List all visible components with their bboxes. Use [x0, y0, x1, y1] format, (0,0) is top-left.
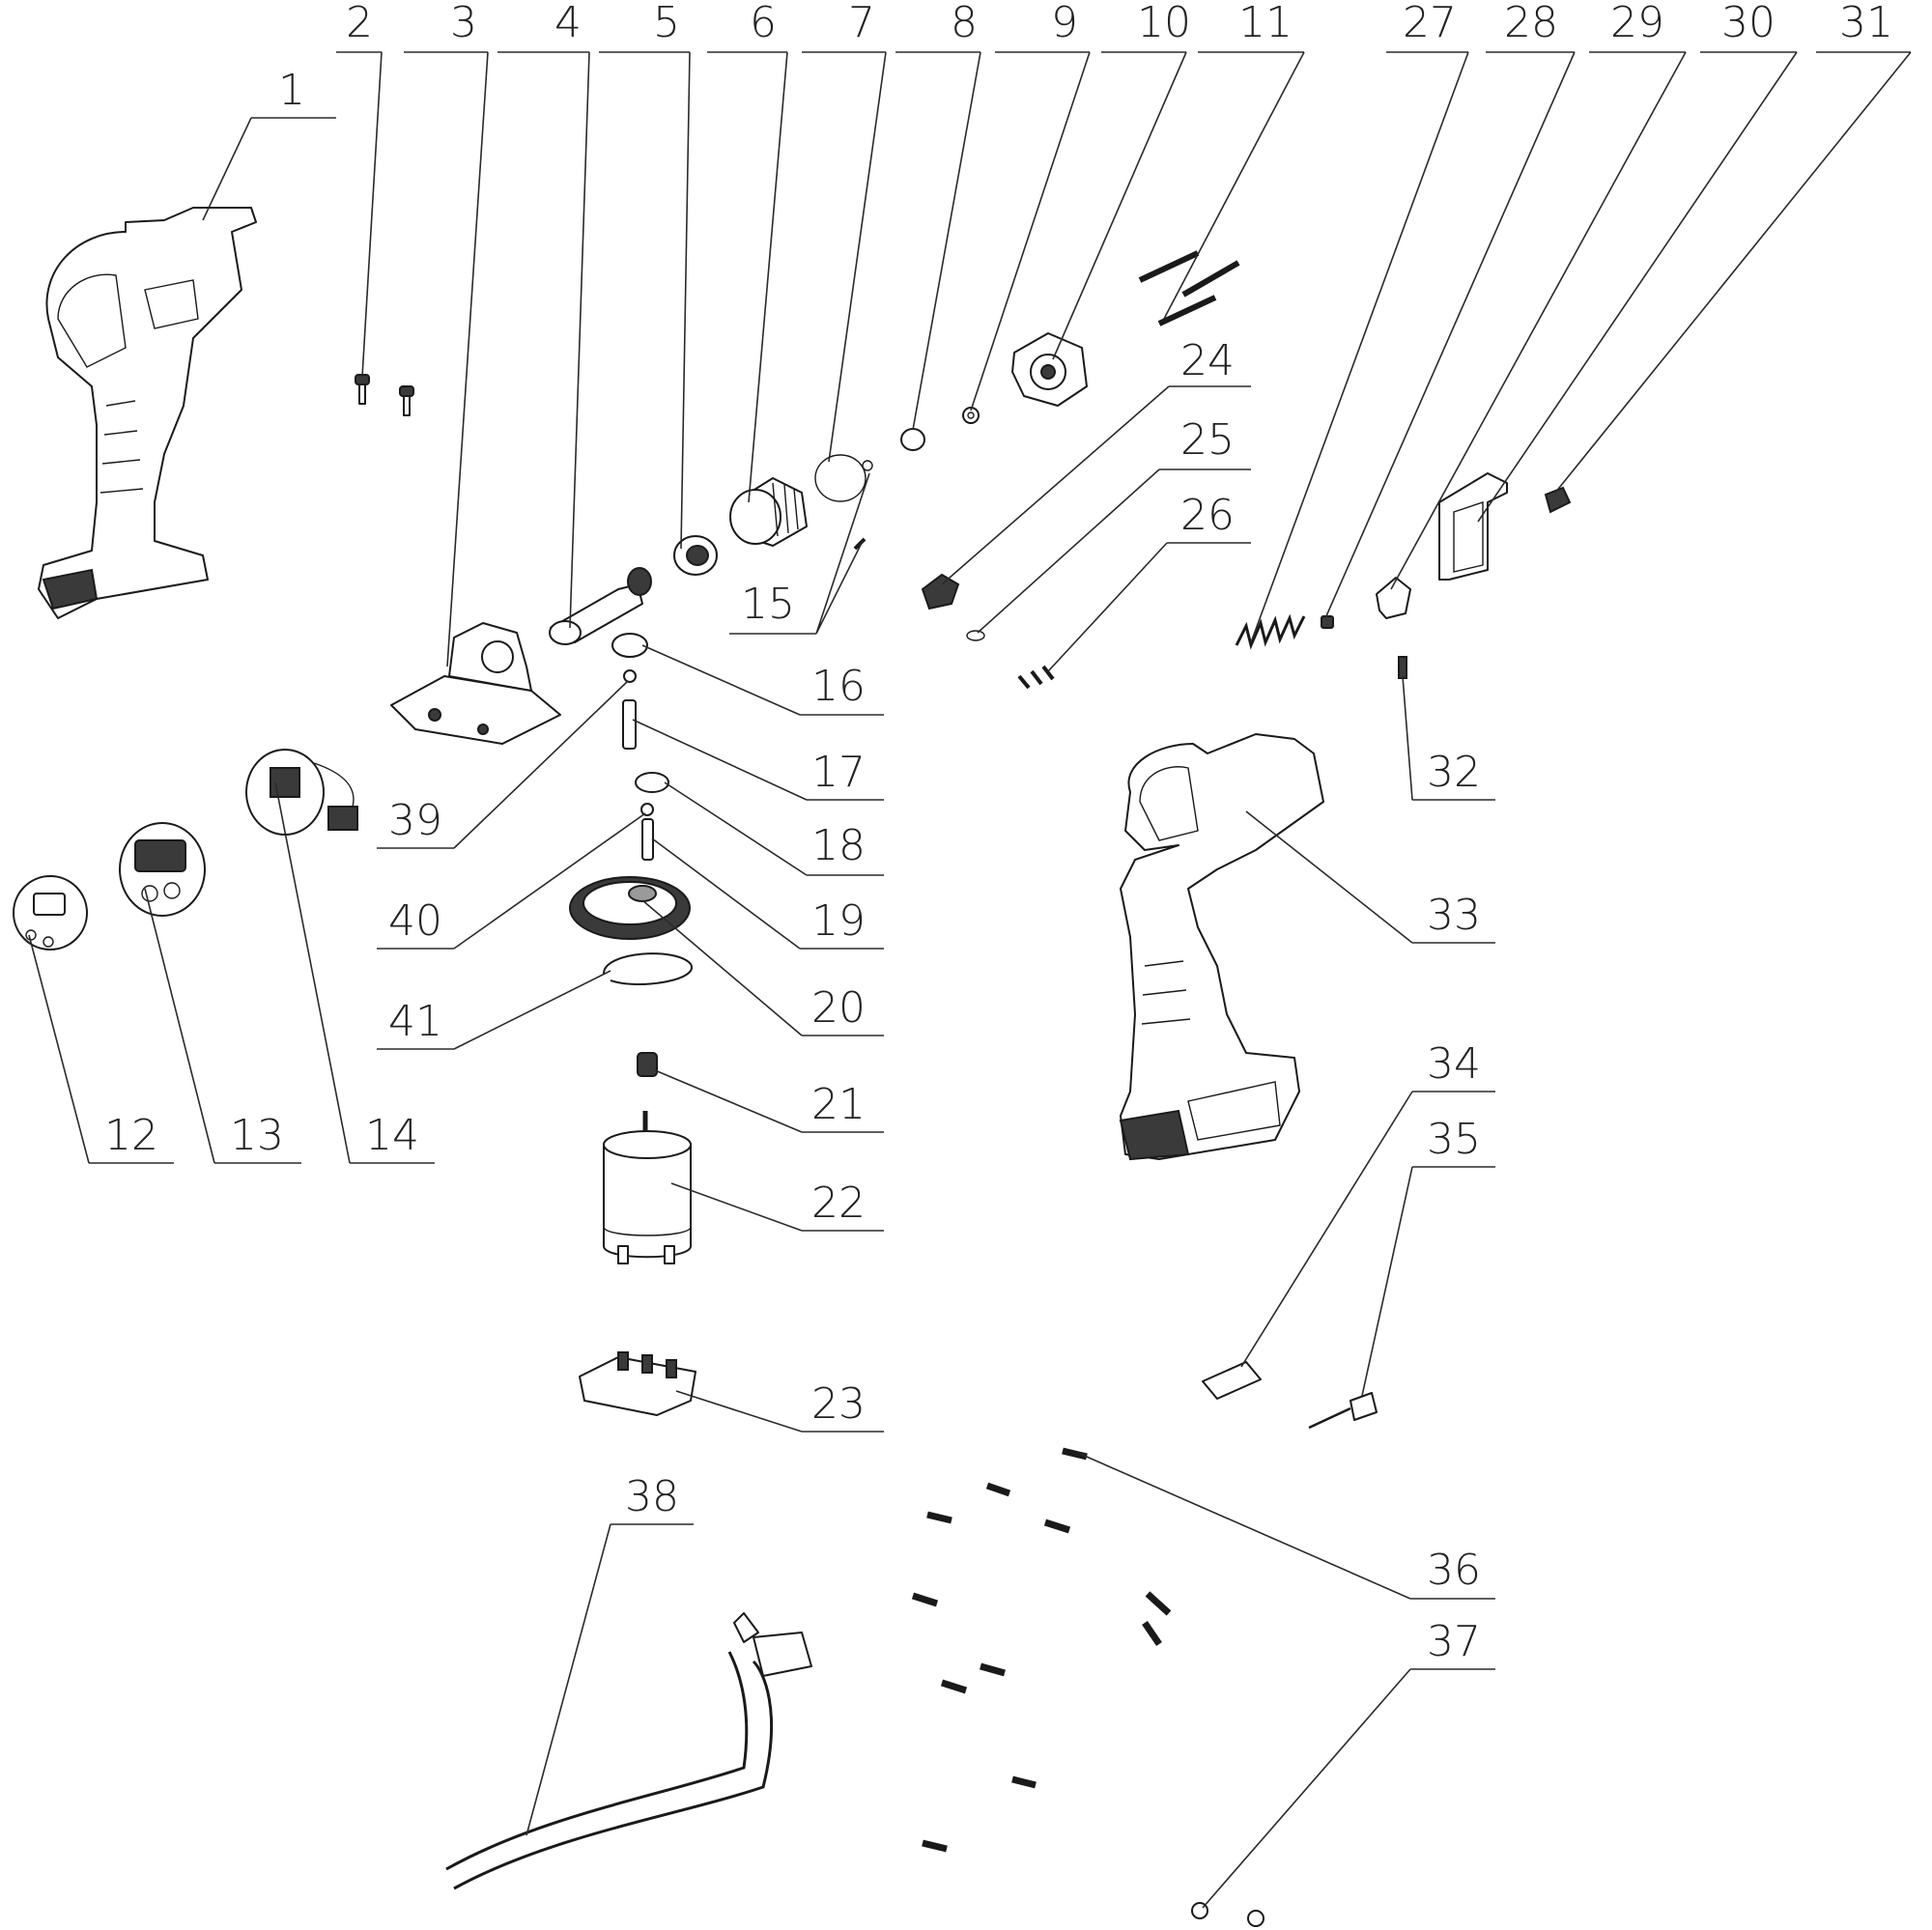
part-35-needle — [1308, 1392, 1378, 1430]
label-9: 9 — [1051, 0, 1078, 47]
label-34: 34 — [1427, 1039, 1481, 1089]
label-15: 15 — [741, 580, 795, 629]
part-37-nuts — [1191, 1902, 1264, 1927]
part-1-left-housing — [38, 207, 257, 619]
label-21: 21 — [811, 1080, 866, 1129]
label-11: 11 — [1238, 0, 1293, 47]
label-2: 2 — [346, 0, 373, 47]
part-5-seal — [673, 535, 718, 576]
part-33-right-housing — [1119, 733, 1324, 1161]
part-39-clip — [623, 669, 637, 683]
label-4: 4 — [554, 0, 582, 47]
part-40-clip — [640, 803, 654, 816]
label-5: 5 — [653, 0, 680, 47]
label-32: 32 — [1427, 748, 1481, 797]
part-34-nozzle — [1202, 1361, 1262, 1400]
label-28: 28 — [1504, 0, 1558, 47]
label-17: 17 — [811, 748, 866, 797]
label-18: 18 — [811, 821, 866, 870]
part-12-dial-cover — [13, 875, 88, 951]
part-23-switch-block — [579, 1351, 696, 1416]
part-31-clip — [1544, 486, 1572, 514]
label-13: 13 — [230, 1111, 284, 1160]
label-8: 8 — [951, 0, 978, 47]
part-20-gear — [569, 876, 691, 940]
part-11-pins — [1138, 250, 1240, 326]
part-38-hose — [445, 1612, 812, 1890]
label-38: 38 — [625, 1472, 679, 1521]
part-19-shaft — [641, 818, 654, 861]
label-33: 33 — [1427, 891, 1481, 940]
label-27: 27 — [1403, 0, 1457, 47]
label-35: 35 — [1427, 1115, 1481, 1164]
part-22-motor — [603, 1111, 692, 1264]
label-41: 41 — [388, 997, 442, 1046]
label-23: 23 — [811, 1379, 866, 1429]
label-25: 25 — [1180, 415, 1235, 465]
part-15-pin — [853, 537, 867, 551]
leader-lines — [28, 51, 1912, 1909]
label-1: 1 — [278, 66, 305, 115]
part-14-pcb — [245, 749, 358, 836]
part-32-pin — [1398, 656, 1407, 679]
part-26-screws — [1017, 665, 1055, 690]
part-2-screws — [355, 374, 414, 416]
part-17-shaft — [622, 699, 637, 750]
label-19: 19 — [811, 896, 866, 946]
part-7-o-ring — [814, 454, 873, 502]
label-40: 40 — [388, 896, 442, 946]
part-4-connecting-rod — [549, 567, 652, 645]
part-8-washer — [900, 428, 925, 451]
label-14: 14 — [365, 1111, 419, 1160]
label-3: 3 — [450, 0, 477, 47]
part-13-display — [119, 822, 206, 917]
label-7: 7 — [848, 0, 875, 47]
part-30-switch-cover — [1438, 472, 1508, 581]
part-9-nut — [962, 407, 980, 424]
part-29-trigger — [1376, 577, 1411, 619]
part-6-cylinder — [729, 477, 808, 547]
label-20: 20 — [811, 983, 866, 1033]
part-labels: 2 3 4 5 6 7 8 9 10 11 27 28 29 30 31 24 … — [104, 0, 1893, 1666]
label-24: 24 — [1180, 336, 1235, 385]
part-27-spring — [1235, 613, 1306, 650]
part-24-valve — [921, 573, 960, 610]
label-12: 12 — [104, 1111, 158, 1160]
label-26: 26 — [1180, 491, 1235, 540]
part-10-cylinder-head — [1011, 332, 1088, 407]
part-28-screw — [1321, 615, 1334, 629]
part-36-screws — [911, 1447, 1172, 1853]
label-6: 6 — [750, 0, 777, 47]
label-10: 10 — [1137, 0, 1191, 47]
label-22: 22 — [811, 1178, 866, 1228]
label-36: 36 — [1427, 1546, 1481, 1595]
part-25-small-o-ring — [966, 630, 985, 641]
part-18-bushing — [635, 772, 669, 793]
label-37: 37 — [1427, 1617, 1481, 1666]
part-3-mount-bracket — [390, 622, 561, 745]
part-41-retaining-ring — [603, 952, 693, 985]
part-16-bushing — [611, 633, 648, 658]
label-29: 29 — [1610, 0, 1664, 47]
part-21-pinion — [637, 1052, 658, 1077]
label-30: 30 — [1721, 0, 1776, 47]
label-31: 31 — [1839, 0, 1893, 47]
label-39: 39 — [388, 796, 442, 845]
label-16: 16 — [811, 662, 866, 711]
